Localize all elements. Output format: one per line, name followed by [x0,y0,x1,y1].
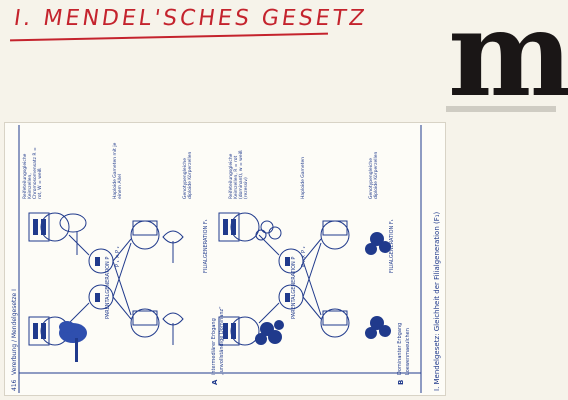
panel-b-f1-cell-1 [320,308,350,338]
panel-a-flower-f1-2 [162,230,184,263]
panel-b-chromosome-box-4 [322,310,348,326]
panel-b-flower-f1-2 [365,232,391,255]
panel-a-flower-f1-1 [162,312,184,345]
panel-b-chromosome-box-3 [322,220,348,236]
panel-a-chromosome-box-4 [132,310,158,326]
panel-a-chromosome-box-3 [132,220,158,236]
panel-a-f1-cell-1 [130,308,160,338]
panel-b-chromosome-box-1 [218,212,240,242]
panel-a-flower-parent-red [59,321,87,362]
panel-a-gamete-2 [88,248,114,274]
logo-letter: m [448,0,568,123]
logo-shadow [446,106,556,112]
panel-b-gamete-1 [278,284,304,310]
panel-b-flower-parent-red [255,320,284,345]
panel-a-chromosome-box-2 [28,316,50,346]
panel-a-gamete-1 [88,284,114,310]
panel-b-flower-f1-1 [365,316,391,339]
inheritance-diagram [18,125,422,393]
handwritten-title: I. MENDEL'SCHES GESETZ [12,6,369,31]
panel-b-chromosome-box-2 [218,316,240,346]
title-underline [10,32,328,42]
printed-book-page: 416 Vererbung / Mendelgesetze I A interm… [4,122,446,396]
panel-b-gamete-2 [278,248,304,274]
panel-a-chromosome-box-1 [28,212,50,242]
panel-a-flower-parent-white [59,213,87,255]
panel-b-flower-parent-white [255,220,282,241]
